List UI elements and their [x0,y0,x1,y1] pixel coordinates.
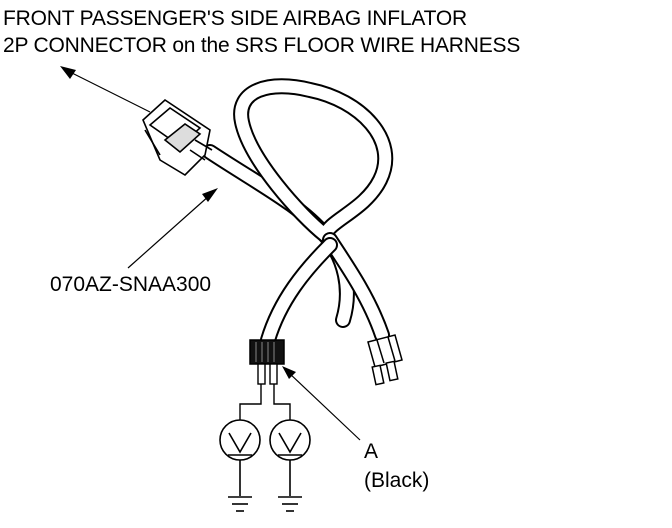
title-leader-arrow [60,66,151,113]
callout-a-note: (Black) [364,469,429,492]
callout-a-leader [282,366,361,441]
title-line-2: 2P CONNECTOR on the SRS FLOOR WIRE HARNE… [3,34,520,57]
right-plug-connector [367,334,403,386]
callout-a-letter: A [364,440,378,463]
ground-right-icon [278,460,302,512]
voltmeter-left-icon [219,419,261,461]
part-number-leader [127,188,218,269]
ground-left-icon [228,460,252,512]
voltmeter-right-icon [269,419,311,461]
test-leads [239,384,291,425]
part-number-label: 070AZ-SNAA300 [50,273,211,296]
wire-harness [202,78,394,348]
connector-a-black [249,339,285,385]
title-line-1: FRONT PASSENGER'S SIDE AIRBAG INFLATOR [3,7,467,30]
harness-2p-connector [142,98,213,177]
